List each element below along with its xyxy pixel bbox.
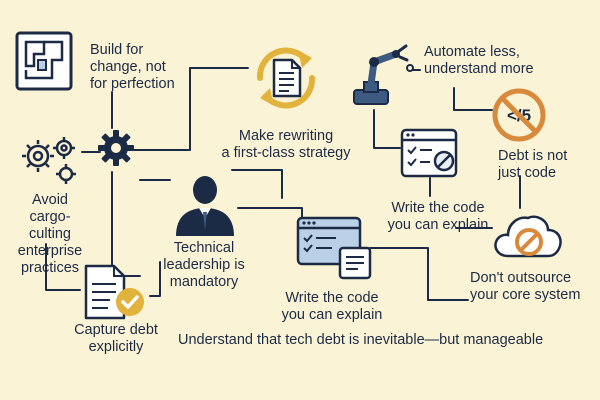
node-write-code-center: Write the code you can explain (281, 290, 383, 323)
node-build-for-change: Build for change, not for perfection (90, 42, 175, 92)
node-avoid-cargo-culting: Avoid cargo-culting enterprise practices (17, 192, 83, 276)
node-make-rewriting: Make rewriting a first-class strategy (221, 128, 351, 161)
node-dont-outsource: Don't outsource your core system (470, 270, 581, 303)
node-automate-less: Automate less, understand more (424, 44, 534, 77)
gear-icon (96, 128, 136, 168)
connector (149, 261, 161, 297)
connector (231, 169, 283, 199)
connector (133, 67, 249, 151)
cloud-blocked-icon (492, 206, 564, 262)
node-debt-not-code: Debt is not just code (498, 148, 568, 181)
connector (373, 109, 401, 149)
document-check-icon (80, 262, 150, 322)
checklist-window-icon (400, 128, 458, 178)
connector (453, 87, 493, 111)
blueprint-icon (14, 30, 74, 92)
no-code-icon: </5 (490, 86, 548, 144)
footer-caption: Understand that tech debt is inevitable—… (178, 332, 544, 348)
connector (45, 243, 81, 291)
node-capture-debt: Capture debt explicitly (74, 322, 158, 355)
connector (111, 171, 141, 277)
node-write-code-right: Write the code you can explain (387, 200, 489, 233)
connector (237, 207, 303, 231)
leader-icon (170, 172, 240, 238)
code-window-icon (296, 216, 372, 280)
robot-arm-icon (344, 40, 414, 110)
connector (369, 247, 469, 301)
node-technical-leadership: Technical leadership is mandatory (163, 240, 245, 290)
gears-icon (18, 134, 82, 188)
document-cycle-icon (248, 40, 324, 116)
